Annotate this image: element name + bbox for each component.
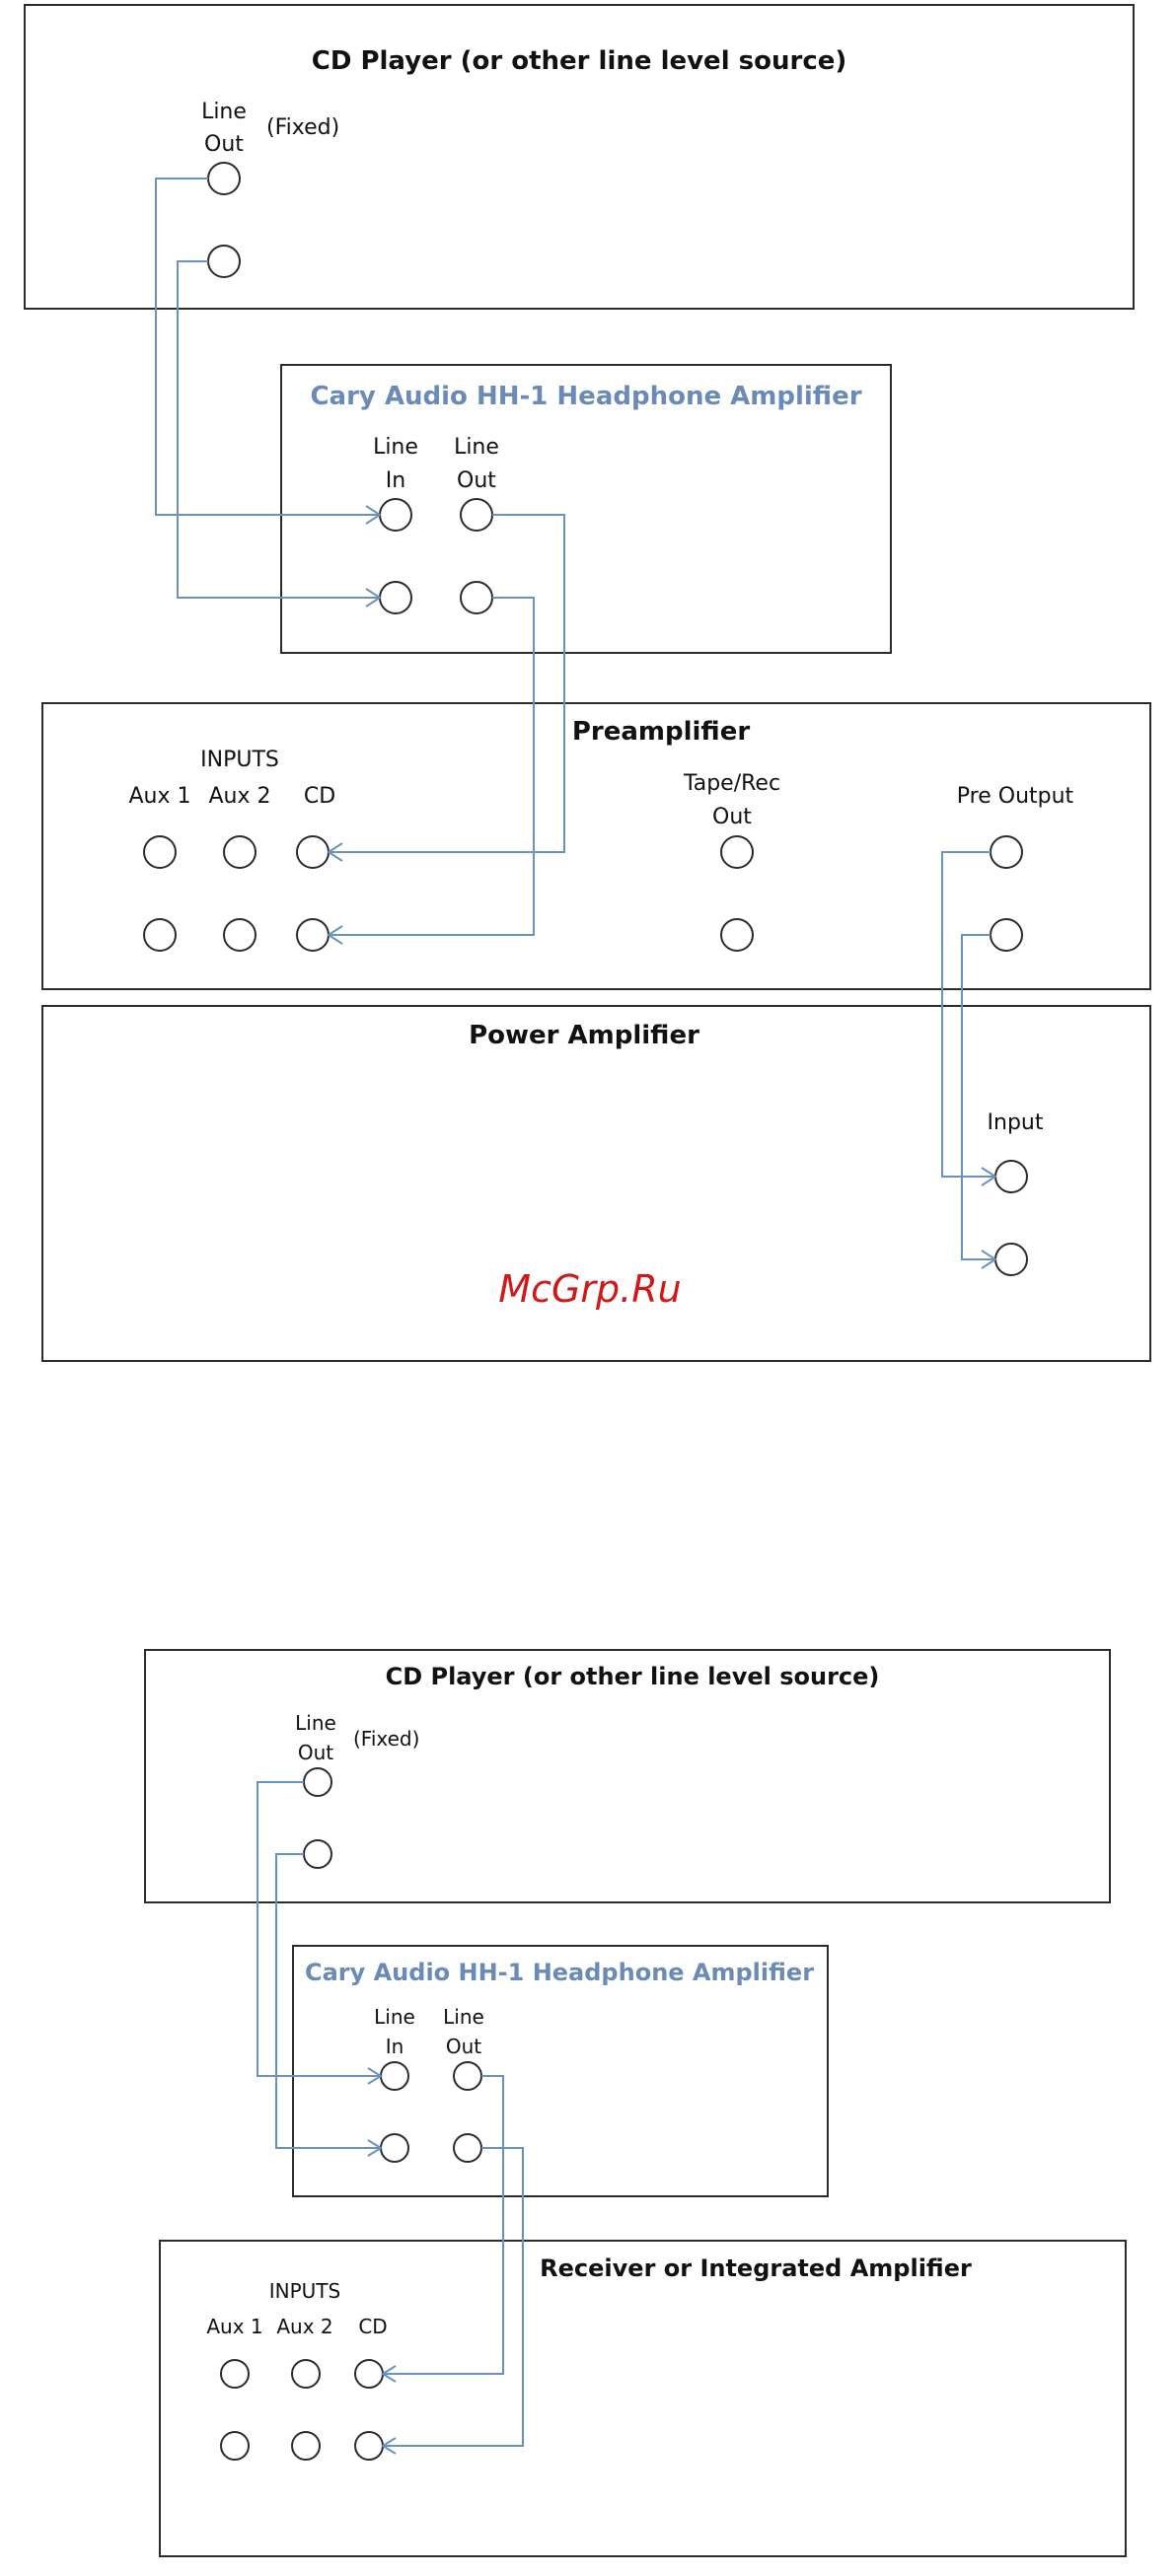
preamp-pre-output-jack-right xyxy=(990,918,1023,952)
preamp-cd-label: CD xyxy=(304,784,335,809)
receiver-cd-jack-left xyxy=(354,2359,384,2389)
cd-line-out-jack-left-2 xyxy=(303,1767,332,1797)
hh-line-in-jack-right xyxy=(379,581,412,614)
receiver-aux1-label: Aux 1 xyxy=(206,2315,262,2338)
cable2-arrow-hh-in-left xyxy=(367,2067,383,2085)
cable-hh-to-preamp-left xyxy=(329,514,565,853)
preamp-aux2-label: Aux 2 xyxy=(208,784,270,809)
preamp-pre-output-jack-left xyxy=(990,835,1023,869)
cable-cd-to-hh-right xyxy=(177,260,380,599)
receiver-cd-label: CD xyxy=(358,2315,387,2338)
cd-fixed-label-2: (Fixed) xyxy=(353,1727,419,1751)
preamp-pre-output-label: Pre Output xyxy=(957,784,1074,809)
cable-arrow-preamp-cd-right xyxy=(327,925,343,945)
cd-player-title-2: CD Player (or other line level source) xyxy=(386,1663,880,1690)
receiver-aux1-jack-left xyxy=(220,2359,250,2389)
preamp-cd-jack-right xyxy=(296,918,330,952)
cd-player-title: CD Player (or other line level source) xyxy=(312,46,847,76)
cable2-arrow-receiver-cd-right xyxy=(381,2437,397,2455)
preamp-aux2-jack-right xyxy=(223,918,257,952)
cable2-hh-to-receiver-right xyxy=(383,2147,524,2447)
cable-pre-to-power-right xyxy=(961,934,995,1260)
power-amp-input-jack-left xyxy=(994,1160,1028,1193)
preamp-inputs-label: INPUTS xyxy=(200,748,279,772)
cable2-arrow-hh-in-right xyxy=(367,2139,383,2157)
power-amp-box xyxy=(41,1005,1151,1362)
hh-line-in-jack-left xyxy=(379,498,412,532)
preamp-aux1-jack-left xyxy=(143,835,177,869)
cable-arrow-hh-in-right xyxy=(365,588,382,608)
preamp-aux1-jack-right xyxy=(143,918,177,952)
hh-line-in-jack-right-2 xyxy=(380,2133,409,2163)
cable-pre-to-power-left xyxy=(941,851,995,1178)
power-amp-title: Power Amplifier xyxy=(469,1021,699,1050)
cd-line-out-label-1-2: Line xyxy=(295,1711,336,1735)
cable-arrow-power-in-right xyxy=(981,1250,997,1269)
headphone-amp-title: Cary Audio HH-1 Headphone Amplifier xyxy=(310,382,861,411)
cable2-cd-to-hh-left xyxy=(257,1781,381,2077)
preamp-tape-label-2: Out xyxy=(712,805,752,829)
cable2-cd-to-hh-right xyxy=(275,1853,381,2149)
hh-line-out-label-2: Out xyxy=(457,468,496,493)
cable-arrow-hh-in-left xyxy=(365,505,382,525)
hh-line-out-jack-left xyxy=(460,498,493,532)
diagram-preamp-setup: CD Player (or other line level source) L… xyxy=(24,4,1151,1362)
receiver-aux2-label: Aux 2 xyxy=(276,2315,332,2338)
cd-line-out-label-1: Line xyxy=(201,100,247,124)
preamp-aux2-jack-left xyxy=(223,835,257,869)
hh-line-in-label-1: Line xyxy=(373,435,418,460)
power-amp-input-jack-right xyxy=(994,1243,1028,1276)
cd-line-out-jack-left xyxy=(207,162,241,195)
cable2-arrow-receiver-cd-left xyxy=(381,2365,397,2383)
hh-line-in-label-2: In xyxy=(386,468,405,493)
preamp-cd-jack-left xyxy=(296,835,330,869)
receiver-aux1-jack-right xyxy=(220,2431,250,2461)
headphone-amp-title-2: Cary Audio HH-1 Headphone Amplifier xyxy=(305,1959,814,1986)
cd-line-out-jack-right-2 xyxy=(303,1839,332,1869)
hh-line-in-jack-left-2 xyxy=(380,2061,409,2091)
cd-line-out-label-2: Out xyxy=(204,132,244,157)
receiver-box xyxy=(159,2240,1127,2557)
cd-fixed-label: (Fixed) xyxy=(266,115,339,140)
cable-arrow-preamp-cd-left xyxy=(327,842,343,862)
hh-line-out-jack-left-2 xyxy=(453,2061,482,2091)
cable2-hh-to-receiver-left xyxy=(383,2075,504,2375)
cable-hh-to-preamp-right xyxy=(329,597,535,936)
watermark: McGrp.Ru xyxy=(498,1267,681,1311)
hh-line-in-label-1-2: Line xyxy=(374,2005,415,2029)
receiver-title: Receiver or Integrated Amplifier xyxy=(540,2254,972,2282)
receiver-aux2-jack-right xyxy=(291,2431,321,2461)
cd-line-out-label-2-2: Out xyxy=(298,1741,333,1764)
preamp-aux1-label: Aux 1 xyxy=(128,784,190,809)
diagram-receiver-setup: CD Player (or other line level source) L… xyxy=(144,1649,1127,2557)
hh-line-out-label-1-2: Line xyxy=(443,2005,484,2029)
preamp-tape-label-1: Tape/Rec xyxy=(683,771,780,796)
hh-line-out-label-1: Line xyxy=(454,435,499,460)
preamp-title: Preamplifier xyxy=(572,717,750,747)
hh-line-out-jack-right xyxy=(460,581,493,614)
hh-line-out-jack-right-2 xyxy=(453,2133,482,2163)
receiver-inputs-label: INPUTS xyxy=(269,2279,340,2303)
power-amp-input-label: Input xyxy=(988,1110,1044,1135)
preamp-tape-jack-right xyxy=(720,918,754,952)
hh-line-in-label-2-2: In xyxy=(386,2035,404,2058)
hh-line-out-label-2-2: Out xyxy=(446,2035,481,2058)
preamp-tape-jack-left xyxy=(720,835,754,869)
cable-arrow-power-in-left xyxy=(981,1167,997,1186)
cable-cd-to-hh-left xyxy=(155,178,380,516)
receiver-aux2-jack-left xyxy=(291,2359,321,2389)
cd-line-out-jack-right xyxy=(207,245,241,278)
receiver-cd-jack-right xyxy=(354,2431,384,2461)
